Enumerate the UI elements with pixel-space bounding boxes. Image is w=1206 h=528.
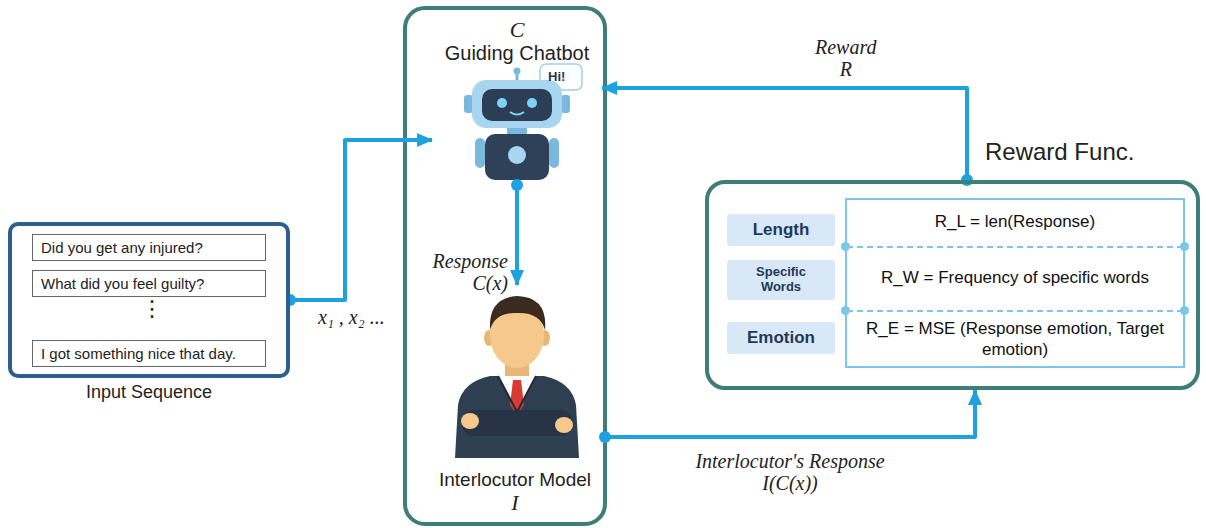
sentence-text: Did you get any injured? [41,239,203,256]
model-symbol: C [510,18,525,42]
divider-dot [841,306,850,315]
illustration-part [507,128,527,134]
reward-function-panel: Reward Func.LengthR_L = len(Response)Spe… [705,180,1200,390]
formula-text: R_E = MSE (Response emotion, Target emot… [855,318,1175,361]
reward-type-tag: Length [727,214,835,246]
edge-label: Interlocutor's Response I(C(x)) [675,450,905,494]
ellipsis-mark: ⋮ [141,298,163,320]
illustration-part [549,138,559,168]
reward-type: Specific Words [745,265,817,295]
input-sentence-box: What did you feel guilty? [32,270,266,297]
illustration-part [490,296,545,330]
illustration-part [461,413,479,429]
sentence-text: I got something nice that day. [41,345,236,362]
illustration-part [514,68,521,75]
interlocutor-node: Interlocutor ModelI [425,285,605,515]
model-name: Interlocutor Model [439,469,591,491]
illustration-part [462,410,572,436]
reward-type: Emotion [747,328,815,348]
formula-row: R_L = len(Response) [845,198,1185,246]
sentence-text: What did you feel guilty? [41,275,204,292]
formula-text: R_L = len(Response) [935,211,1096,232]
formula-row: R_W = Frequency of specific words [845,246,1185,310]
formula-text: R_W = Frequency of specific words [881,267,1149,288]
illustration-part [464,95,473,113]
illustration-part [527,98,537,108]
input-sentence-box: I got something nice that day. [32,340,266,367]
speech-bubble-text: Hi! [548,69,565,84]
arrow-line [290,140,432,300]
illustration-part [561,95,570,113]
illustration-part [510,112,524,115]
divider-dot [1180,242,1189,251]
illustration-part [497,98,507,108]
divider-dot [1180,306,1189,315]
reward-type-tag: Specific Words [727,260,835,300]
arrow-line [602,88,967,180]
reward-type: Length [753,220,810,240]
illustration-part [475,138,485,168]
system-panel [405,8,605,524]
illustration-part [555,417,573,433]
illustration-part [508,146,526,164]
edge-label: Reward R [815,36,876,80]
arrow-start-dot [599,431,611,443]
model-symbol: I [511,491,518,515]
illustration-part [472,80,562,128]
edge-label: Response C(x) [432,250,508,294]
robot-icon [464,64,582,180]
flow-arrow [284,140,432,306]
chatbot-node: CGuiding Chatbot [432,18,602,185]
flow-arrow [511,179,523,285]
reward-type-tag: Emotion [727,322,835,354]
flow-arrow [599,390,975,443]
flow-arrow [602,88,973,186]
group-heading: Input Sequence [12,382,286,403]
illustration-part [485,134,549,180]
formula-row: R_E = MSE (Response emotion, Target emot… [845,310,1185,368]
row-divider [847,246,1183,248]
divider-dot [841,242,850,251]
arrow-line [605,390,975,437]
panel-heading: Reward Func. [985,138,1134,166]
edge-label: x₁ , x₂ ... [318,306,385,328]
illustration-part [482,89,552,121]
arrow-start-dot [511,179,523,191]
person-icon [455,296,579,458]
model-name: Guiding Chatbot [445,42,590,65]
illustration-part [455,376,579,458]
illustration-part [510,380,524,415]
input-sentence-box: Did you get any injured? [32,234,266,261]
arrow-line [515,185,519,285]
row-divider [847,310,1183,312]
